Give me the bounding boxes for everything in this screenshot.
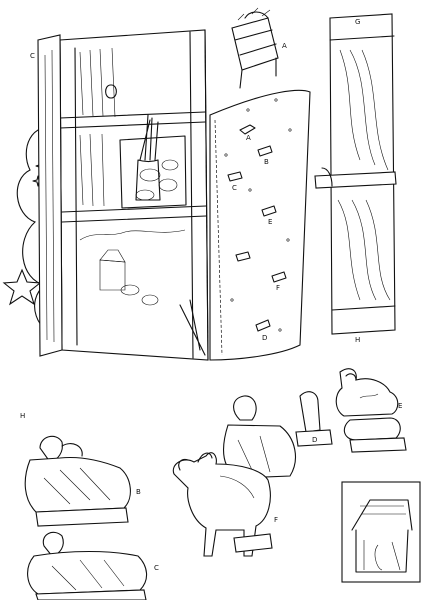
mary-label-b: B — [136, 488, 141, 496]
assembled-preview — [341, 481, 421, 583]
manger-label-a: A — [282, 42, 287, 50]
floor-label-e: E — [268, 218, 272, 226]
label-h: H — [20, 412, 25, 420]
joseph-figure: D — [223, 391, 333, 479]
floor-label-d: D — [262, 334, 267, 342]
roof-piece: G H — [314, 13, 397, 344]
sheep-label-e: E — [398, 402, 402, 410]
manger-icon: A — [231, 7, 287, 89]
sheaf-icon — [135, 114, 161, 201]
star-icon — [2, 268, 42, 306]
floor-label-b: B — [264, 158, 269, 166]
roof-label-h: H — [355, 336, 360, 344]
floor-label-f: F — [276, 284, 280, 292]
roof-label-g: G — [355, 18, 360, 26]
donkey-figure: F — [172, 452, 278, 557]
floor-label-a: A — [246, 134, 251, 142]
shepherd-label-c: C — [154, 564, 159, 572]
shepherd-figure: C — [27, 531, 159, 600]
stable-floor-panel: A B C E F D — [209, 89, 311, 361]
label-c: C — [30, 52, 35, 60]
donkey-label-f: F — [274, 516, 278, 524]
stable-back-panel: C H — [2, 29, 209, 420]
sheep-figure: E — [335, 368, 407, 453]
joseph-label-d: D — [312, 436, 317, 444]
floor-label-c: C — [232, 184, 237, 192]
mary-figure: B — [24, 435, 141, 527]
